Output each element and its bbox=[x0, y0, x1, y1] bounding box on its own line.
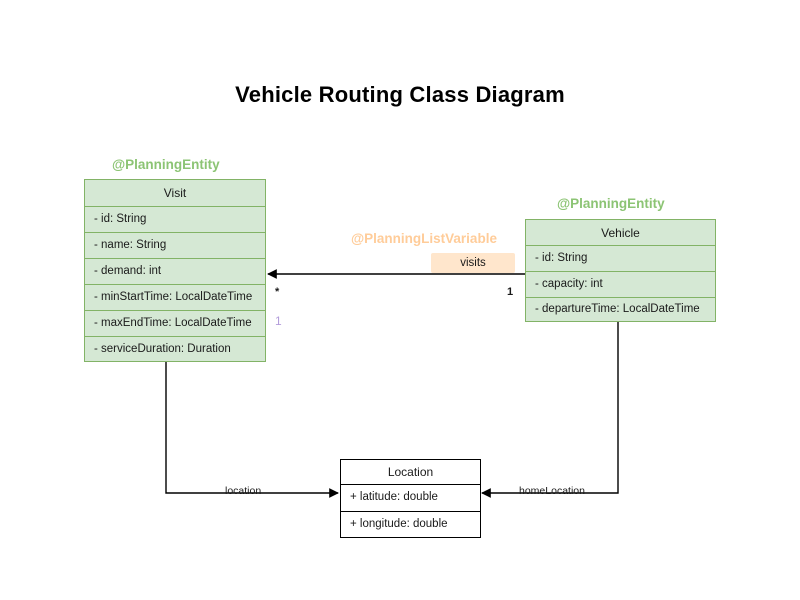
class-attribute: + longitude: double bbox=[341, 512, 480, 538]
class-name-vehicle: Vehicle bbox=[526, 220, 715, 246]
edge-label-home-location: homeLocation bbox=[519, 485, 585, 497]
multiplicity-visit-side: * bbox=[275, 286, 280, 298]
class-box-visit[interactable]: Visit - id: String - name: String - dema… bbox=[84, 179, 266, 362]
stereotype-visit: @PlanningEntity bbox=[112, 157, 220, 172]
edge-chip-visits: visits bbox=[431, 253, 515, 273]
edge-vehicle-home-location bbox=[481, 322, 619, 498]
class-name-visit: Visit bbox=[85, 180, 265, 207]
edge-visit-location bbox=[165, 362, 339, 498]
class-attribute: - serviceDuration: Duration bbox=[94, 342, 231, 355]
class-name-location: Location bbox=[341, 460, 480, 485]
stereotype-planning-list-variable: @PlanningListVariable bbox=[351, 231, 497, 246]
class-attribute: + latitude: double bbox=[341, 485, 480, 512]
class-attribute: - id: String bbox=[526, 246, 715, 272]
class-attribute: - departureTime: LocalDateTime bbox=[535, 303, 700, 316]
class-attribute: - demand: int bbox=[85, 259, 265, 285]
class-attribute: - id: String bbox=[85, 207, 265, 233]
page-title: Vehicle Routing Class Diagram bbox=[235, 82, 565, 107]
edge-label-location: location bbox=[225, 485, 262, 497]
stereotype-vehicle: @PlanningEntity bbox=[557, 196, 665, 211]
multiplicity-vehicle-side: 1 bbox=[507, 286, 514, 298]
class-attribute: - capacity: int bbox=[526, 272, 715, 298]
class-attribute: - minStartTime: LocalDateTime bbox=[85, 285, 265, 311]
class-attribute: - name: String bbox=[85, 233, 265, 259]
class-box-location[interactable]: Location + latitude: double + longitude:… bbox=[340, 459, 481, 538]
class-attribute: - maxEndTime: LocalDateTime bbox=[85, 311, 265, 337]
class-box-vehicle[interactable]: Vehicle - id: String - capacity: int - d… bbox=[525, 219, 716, 322]
multiplicity-visit-location-side: 1 bbox=[275, 314, 282, 328]
